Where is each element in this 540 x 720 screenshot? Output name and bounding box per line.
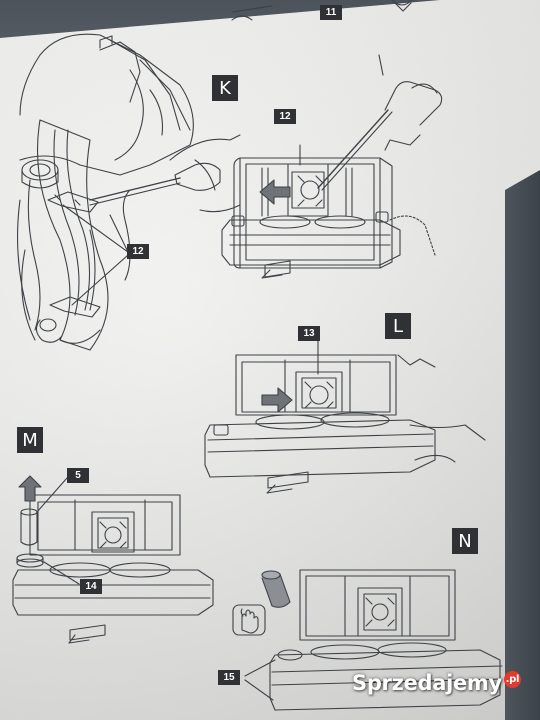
step-l-label: L: [385, 313, 411, 339]
ref-page-top: 11: [320, 5, 342, 20]
previous-step-remnant: [231, 0, 413, 21]
ref-l-spring: 13: [298, 326, 320, 341]
caliper-bracket-drawing: [17, 33, 241, 351]
ref-left-pins: 12: [127, 244, 149, 259]
watermark-badge: .pl: [503, 671, 521, 688]
ref-k-pin: 12: [274, 109, 296, 124]
step-n-label: N: [452, 528, 478, 554]
step-k-label: K: [212, 75, 238, 101]
step-m-label: M: [17, 427, 43, 453]
ref-m-seal: 14: [80, 579, 102, 594]
step-m-caliper: [12, 475, 214, 644]
watermark-text: Sprzedajemy: [352, 671, 502, 695]
step-l-caliper: [204, 339, 486, 494]
step-k-caliper: [221, 54, 443, 279]
step-n-caliper: [232, 569, 503, 711]
ref-m-piston: 5: [67, 468, 89, 483]
sprzedajemy-watermark: Sprzedajemy.pl: [352, 671, 521, 695]
ref-n-seals: 15: [218, 670, 240, 685]
